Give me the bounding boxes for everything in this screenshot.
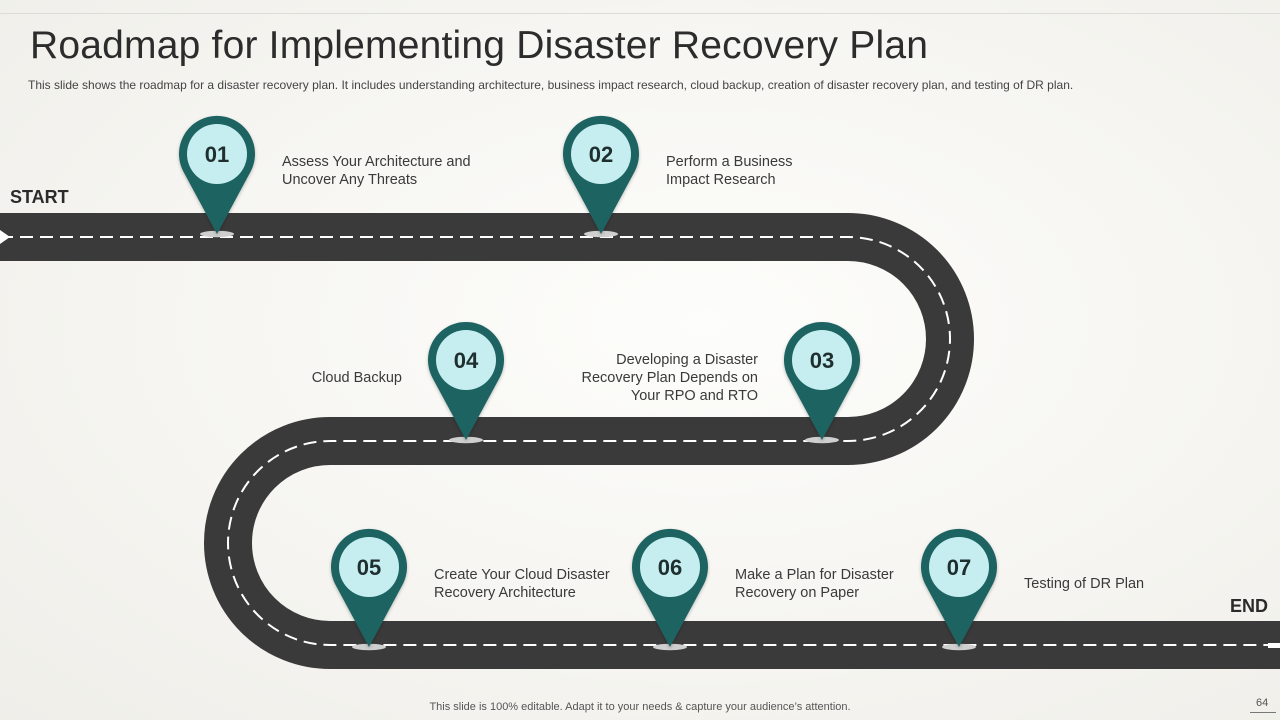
start-arrow-icon <box>0 230 10 244</box>
road-center-dashes <box>0 236 1280 646</box>
step-03-line-2: Recovery Plan Depends on <box>581 370 758 386</box>
pin-number: 05 <box>357 555 381 580</box>
start-label: START <box>10 187 69 207</box>
end-lane-mark <box>1268 643 1280 648</box>
pin-number: 03 <box>810 348 834 373</box>
pin-number: 06 <box>658 555 682 580</box>
step-02-line-2: Impact Research <box>666 172 776 188</box>
step-01-line-1: Assess Your Architecture and <box>282 154 471 170</box>
pin-04: 04 <box>428 321 505 444</box>
page-number-underline <box>1250 712 1276 713</box>
step-05-line-1: Create Your Cloud Disaster <box>434 567 610 583</box>
top-divider <box>0 13 1280 14</box>
pin-05: 05 <box>331 528 407 651</box>
pin-inner-circle <box>436 330 496 390</box>
step-02-line-1: Perform a Business <box>666 154 793 170</box>
pin-inner-circle <box>640 537 700 597</box>
pin-01: 01 <box>179 115 256 238</box>
slide-title: Roadmap for Implementing Disaster Recove… <box>30 24 929 67</box>
step-03-line-1: Developing a Disaster <box>616 352 758 368</box>
page-number: 64 <box>1256 697 1269 709</box>
pin-number: 04 <box>454 348 479 373</box>
end-label: END <box>1230 596 1269 616</box>
step-06-line-1: Make a Plan for Disaster <box>735 567 894 583</box>
step-01-text: Assess Your Architecture and Uncover Any… <box>282 153 471 189</box>
step-04-text: Cloud Backup <box>262 369 402 387</box>
road <box>0 213 1280 669</box>
pin-number: 01 <box>205 142 229 167</box>
step-03-text: Developing a Disaster Recovery Plan Depe… <box>558 351 758 405</box>
step-07-line-1: Testing of DR Plan <box>1024 576 1145 592</box>
pin-inner-circle <box>187 124 247 184</box>
step-05-text: Create Your Cloud Disaster Recovery Arch… <box>434 566 610 602</box>
pin-03: 03 <box>784 321 860 444</box>
pin-06: 06 <box>632 528 708 651</box>
step-06-text: Make a Plan for Disaster Recovery on Pap… <box>735 566 894 602</box>
pin-number: 07 <box>947 555 971 580</box>
step-03-line-3: Your RPO and RTO <box>630 388 758 404</box>
pin-inner-circle <box>792 330 852 390</box>
slide-subtitle: This slide shows the roadmap for a disas… <box>28 78 1074 92</box>
footer-note: This slide is 100% editable. Adapt it to… <box>429 701 851 713</box>
pin-07: 07 <box>921 528 998 651</box>
pin-inner-circle <box>571 124 631 184</box>
step-05-line-2: Recovery Architecture <box>434 585 576 601</box>
pin-inner-circle <box>929 537 989 597</box>
step-02-text: Perform a Business Impact Research <box>666 153 793 189</box>
step-04-line-1: Cloud Backup <box>311 370 402 386</box>
milestone-pins: 01 02 03 04 05 06 07 <box>179 115 998 651</box>
pin-inner-circle <box>339 537 399 597</box>
step-01-line-2: Uncover Any Threats <box>282 172 418 188</box>
step-06-line-2: Recovery on Paper <box>735 585 860 601</box>
pin-02: 02 <box>563 115 640 238</box>
pin-number: 02 <box>589 142 613 167</box>
step-07-text: Testing of DR Plan <box>1024 575 1144 593</box>
